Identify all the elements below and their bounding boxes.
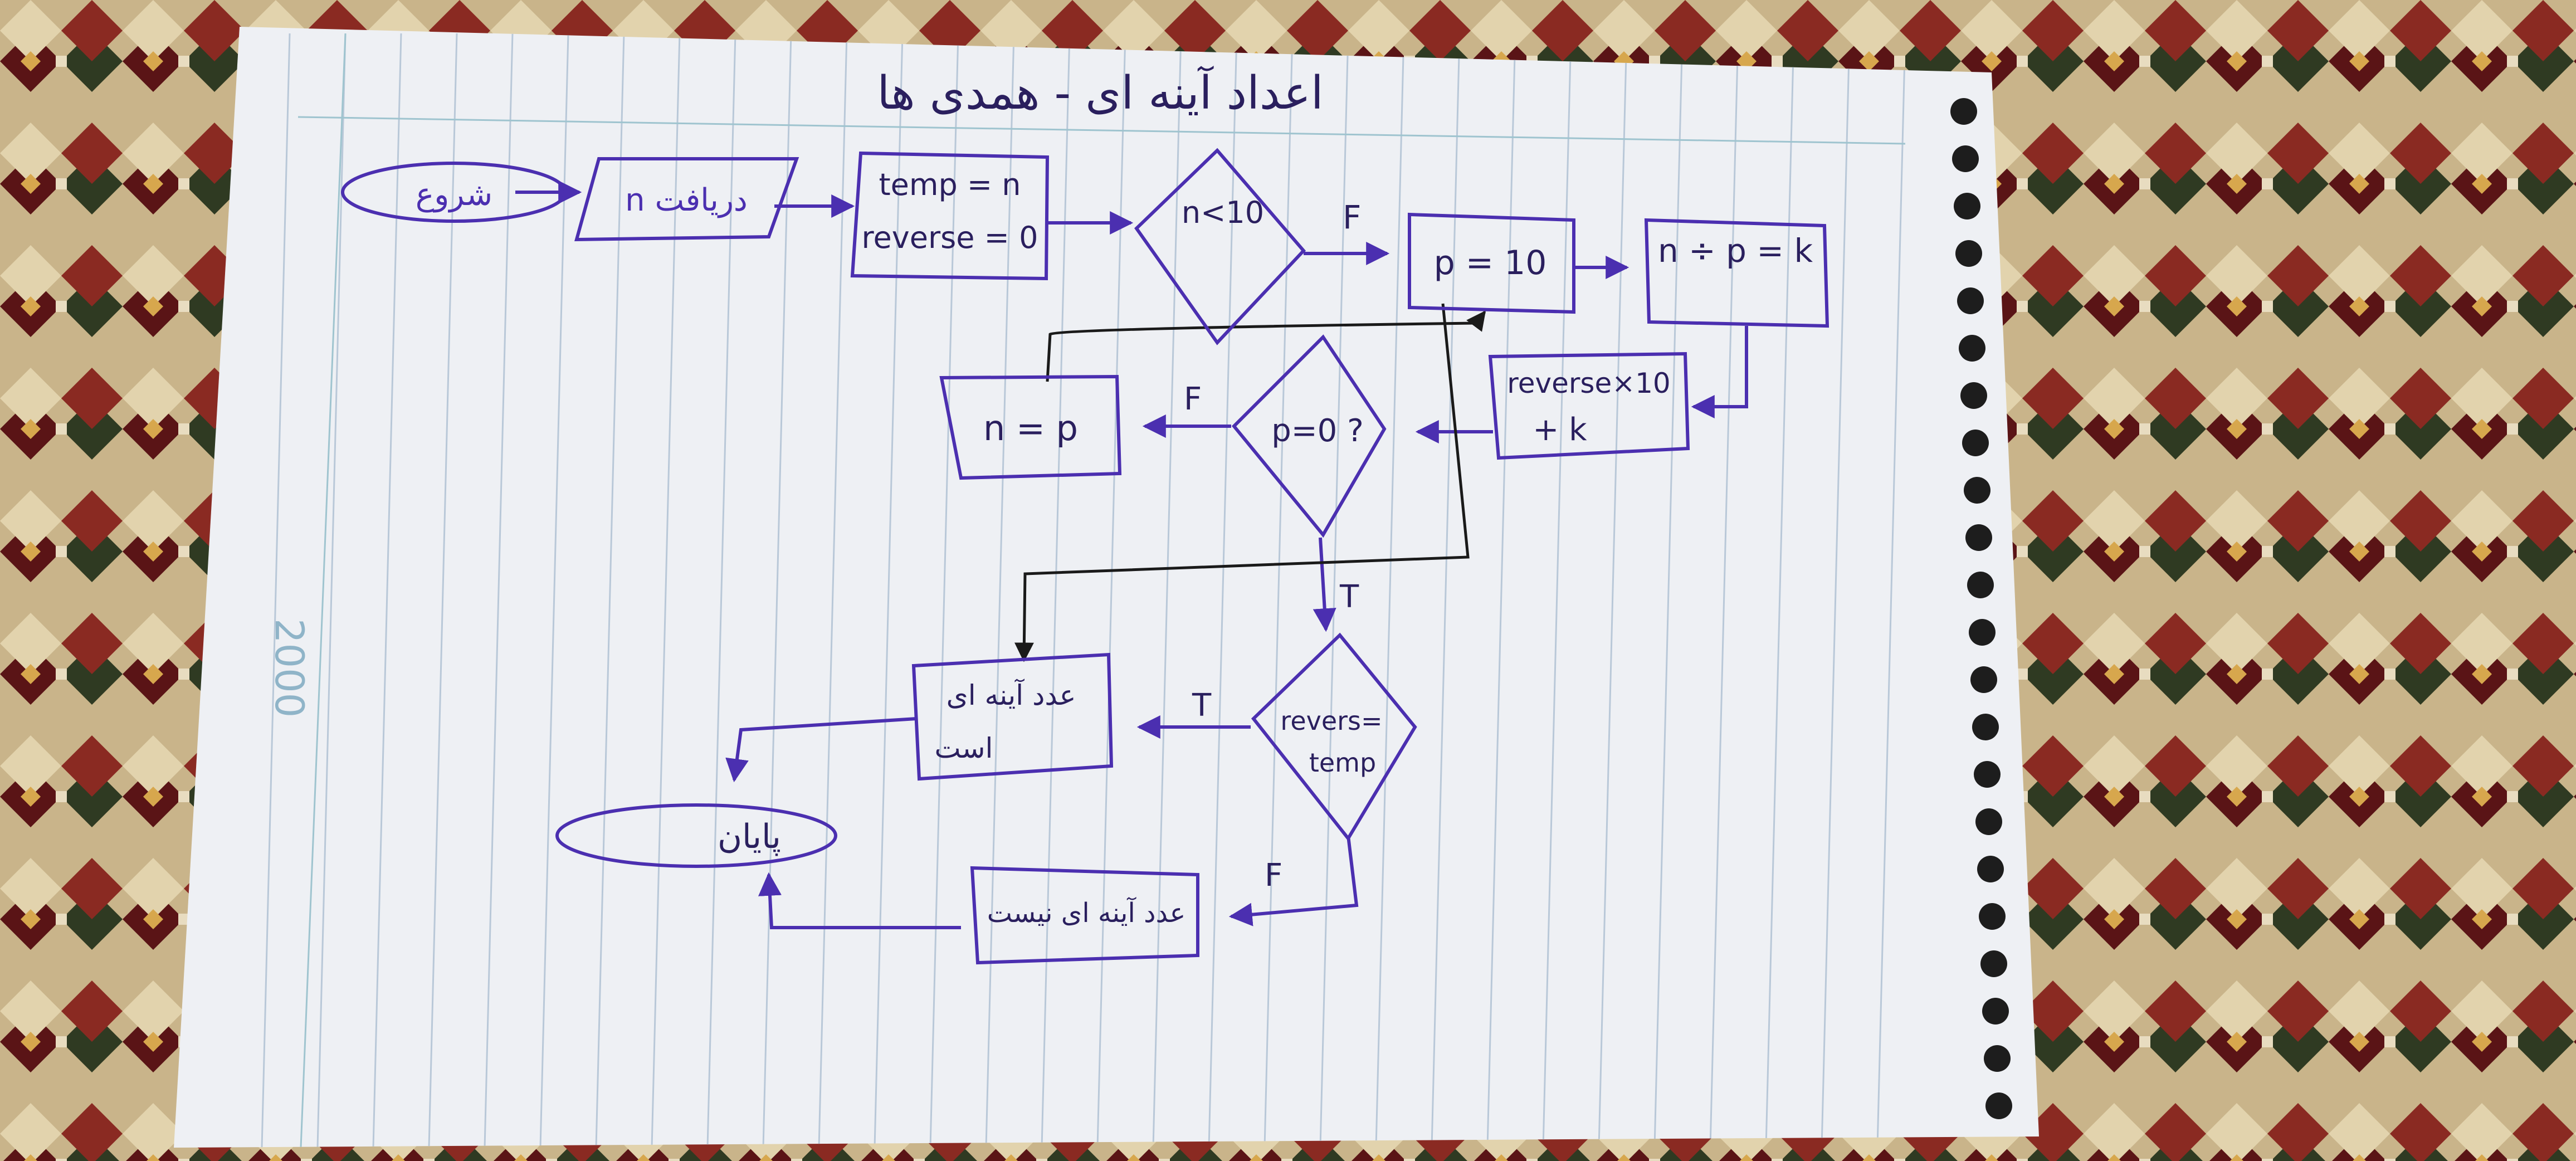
node-reverse-update: reverse×10 + k <box>1488 352 1690 460</box>
arrow-result-true-to-end <box>725 717 917 783</box>
node-result-true: عدد آینه ای است <box>911 652 1114 781</box>
reverse-update-label-2: + k <box>1533 412 1587 448</box>
node-check-equal: revers= temp <box>1251 632 1417 842</box>
start-label: شروع <box>416 177 492 213</box>
check-equal-label-1: revers= <box>1280 706 1382 736</box>
node-check-p: p=0 ? <box>1231 334 1387 538</box>
page-title: اعداد آینه ای - همدی ها <box>877 66 1323 120</box>
result-true-label-2: است <box>935 732 993 764</box>
check-equal-label-2: temp <box>1309 748 1376 778</box>
arrow-div-to-reverse-update <box>1691 326 1748 418</box>
edge-label-equal-false: F <box>1265 857 1282 894</box>
edge-label-equal-true: T <box>1192 687 1212 724</box>
node-assign-n: n = p <box>939 374 1122 480</box>
loop-to-result-true <box>1014 303 1470 662</box>
node-result-false: عدد آینه ای نیست <box>970 866 1199 965</box>
spiral-binding <box>1950 98 2012 1119</box>
node-init: temp = n reverse = 0 <box>850 151 1050 281</box>
result-false-label: عدد آینه ای نیست <box>987 896 1186 929</box>
node-input: n دریافت <box>574 157 799 242</box>
arrow-equal-false-to-not <box>1228 835 1359 926</box>
check-n-label: n<10 <box>1182 195 1264 230</box>
reverse-update-label-1: reverse×10 <box>1507 367 1670 399</box>
node-set-p: p = 10 <box>1408 212 1575 314</box>
connectors <box>515 181 1748 929</box>
init-temp-label: temp = n <box>879 167 1021 202</box>
init-reverse-label: reverse = 0 <box>862 220 1038 255</box>
input-label: n دریافت <box>625 182 748 218</box>
arrow-check-p-true-to-equal <box>1313 537 1336 632</box>
side-watermark: 2000 <box>266 618 312 718</box>
check-p-label: p=0 ? <box>1271 413 1364 449</box>
node-check-n: n<10 <box>1134 148 1306 345</box>
set-p-label: p = 10 <box>1434 243 1547 282</box>
arrow-result-false-to-end <box>758 872 961 929</box>
ruled-lines <box>261 33 1906 1148</box>
edge-label-p-true: T <box>1339 579 1359 615</box>
assign-n-label: n = p <box>983 408 1078 448</box>
node-start: شروع <box>341 162 567 223</box>
loop-assign-n-back-to-set-p <box>1046 310 1486 382</box>
node-end: پایان <box>555 803 837 868</box>
result-true-label-1: عدد آینه ای <box>947 679 1076 711</box>
div-label: n ÷ p = k <box>1658 232 1813 270</box>
end-label: پایان <box>718 817 781 856</box>
node-div: n ÷ p = k <box>1644 218 1829 328</box>
loop-connectors <box>1014 303 1486 662</box>
edge-label-p-false: F <box>1184 381 1202 417</box>
edge-label-n-false: F <box>1343 198 1361 236</box>
